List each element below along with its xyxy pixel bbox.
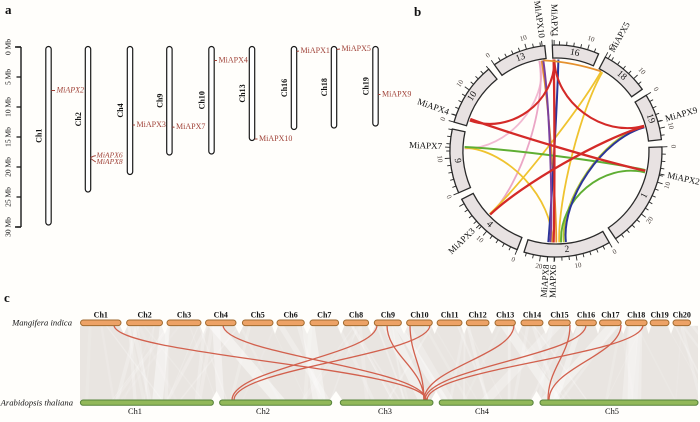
svg-text:c: c [4,290,10,305]
svg-text:5 Mb: 5 Mb [4,69,13,85]
svg-text:MiAPX9: MiAPX9 [382,89,411,98]
svg-text:0: 0 [444,194,453,201]
svg-text:Ch19: Ch19 [650,310,668,319]
svg-text:Ch2: Ch2 [137,310,151,319]
svg-text:Ch14: Ch14 [523,310,541,319]
svg-text:10: 10 [474,234,485,245]
svg-text:Ch5: Ch5 [251,310,265,319]
svg-text:10: 10 [663,180,673,190]
svg-text:Ch18: Ch18 [320,78,329,96]
svg-text:b: b [414,4,421,19]
svg-text:Ch5: Ch5 [605,407,619,416]
svg-text:25 Mb: 25 Mb [4,187,13,207]
svg-text:Ch11: Ch11 [441,310,459,319]
svg-text:Ch10: Ch10 [410,310,428,319]
svg-text:Ch3: Ch3 [177,310,191,319]
svg-text:Ch7: Ch7 [317,310,331,319]
svg-text:20: 20 [644,215,655,226]
svg-text:Ch16: Ch16 [280,79,289,97]
svg-text:MiAPX7: MiAPX7 [409,140,443,151]
svg-text:Ch4: Ch4 [475,407,490,416]
svg-text:Ch4: Ch4 [116,103,125,117]
svg-text:Ch10: Ch10 [198,91,207,109]
svg-text:10: 10 [586,34,596,44]
svg-text:0: 0 [510,255,517,264]
svg-text:Ch16: Ch16 [577,310,595,319]
svg-text:0: 0 [669,145,677,149]
svg-text:0: 0 [484,51,492,60]
svg-text:0 Mb: 0 Mb [4,39,13,55]
svg-text:MiAPX2: MiAPX2 [56,85,85,94]
svg-text:a: a [5,2,12,17]
svg-text:MiAPX8: MiAPX8 [96,157,123,166]
svg-text:MiAPX10: MiAPX10 [259,134,292,143]
svg-text:Ch3: Ch3 [378,407,392,416]
svg-text:Ch12: Ch12 [468,310,486,319]
svg-text:Ch1: Ch1 [128,407,142,416]
svg-text:MiAPX7: MiAPX7 [176,122,205,131]
svg-text:Ch4: Ch4 [214,310,228,319]
svg-text:MiAPX3: MiAPX3 [137,120,166,129]
svg-text:Ch20: Ch20 [673,310,691,319]
svg-text:Ch2: Ch2 [256,407,270,416]
svg-text:Ch15: Ch15 [550,310,568,319]
svg-text:15 Mb: 15 Mb [4,127,13,147]
svg-text:Ch13: Ch13 [496,310,514,319]
svg-text:0: 0 [652,86,661,94]
svg-text:MiAPX4: MiAPX4 [219,55,248,64]
svg-text:Ch9: Ch9 [381,310,395,319]
svg-text:Ch1: Ch1 [94,310,108,319]
svg-text:10: 10 [519,33,528,43]
svg-text:MiAPX6: MiAPX6 [547,264,558,298]
svg-text:Ch13: Ch13 [238,84,247,102]
svg-text:10: 10 [435,155,443,163]
svg-text:10 Mb: 10 Mb [4,97,13,117]
svg-text:Ch18: Ch18 [627,310,645,319]
svg-text:Ch2: Ch2 [74,112,83,126]
svg-text:MiAPX1: MiAPX1 [301,46,330,55]
svg-text:Arabidopsis thaliana: Arabidopsis thaliana [0,397,73,407]
svg-text:Ch19: Ch19 [362,77,371,95]
svg-text:MiAPX4: MiAPX4 [416,96,451,117]
svg-text:10: 10 [574,261,583,270]
svg-text:MiAPX3: MiAPX3 [446,226,477,256]
svg-text:20 Mb: 20 Mb [4,157,13,177]
svg-text:0: 0 [611,247,618,256]
svg-text:Ch17: Ch17 [601,310,619,319]
svg-text:0: 0 [439,116,448,122]
svg-text:Ch9: Ch9 [155,94,164,108]
svg-text:MiAPX10: MiAPX10 [532,0,547,39]
svg-text:MiAPX9: MiAPX9 [664,105,699,124]
svg-text:10: 10 [455,78,466,89]
svg-text:Ch6: Ch6 [283,310,297,319]
svg-text:30 Mb: 30 Mb [4,217,13,237]
svg-text:MiAPX1: MiAPX1 [549,4,560,37]
svg-text:Ch8: Ch8 [349,310,363,319]
svg-text:Mangifera indica: Mangifera indica [11,317,72,327]
svg-text:10: 10 [637,66,648,77]
svg-text:MiAPX5: MiAPX5 [607,20,632,54]
svg-text:MiAPX5: MiAPX5 [342,44,371,53]
svg-text:Ch1: Ch1 [35,129,44,143]
